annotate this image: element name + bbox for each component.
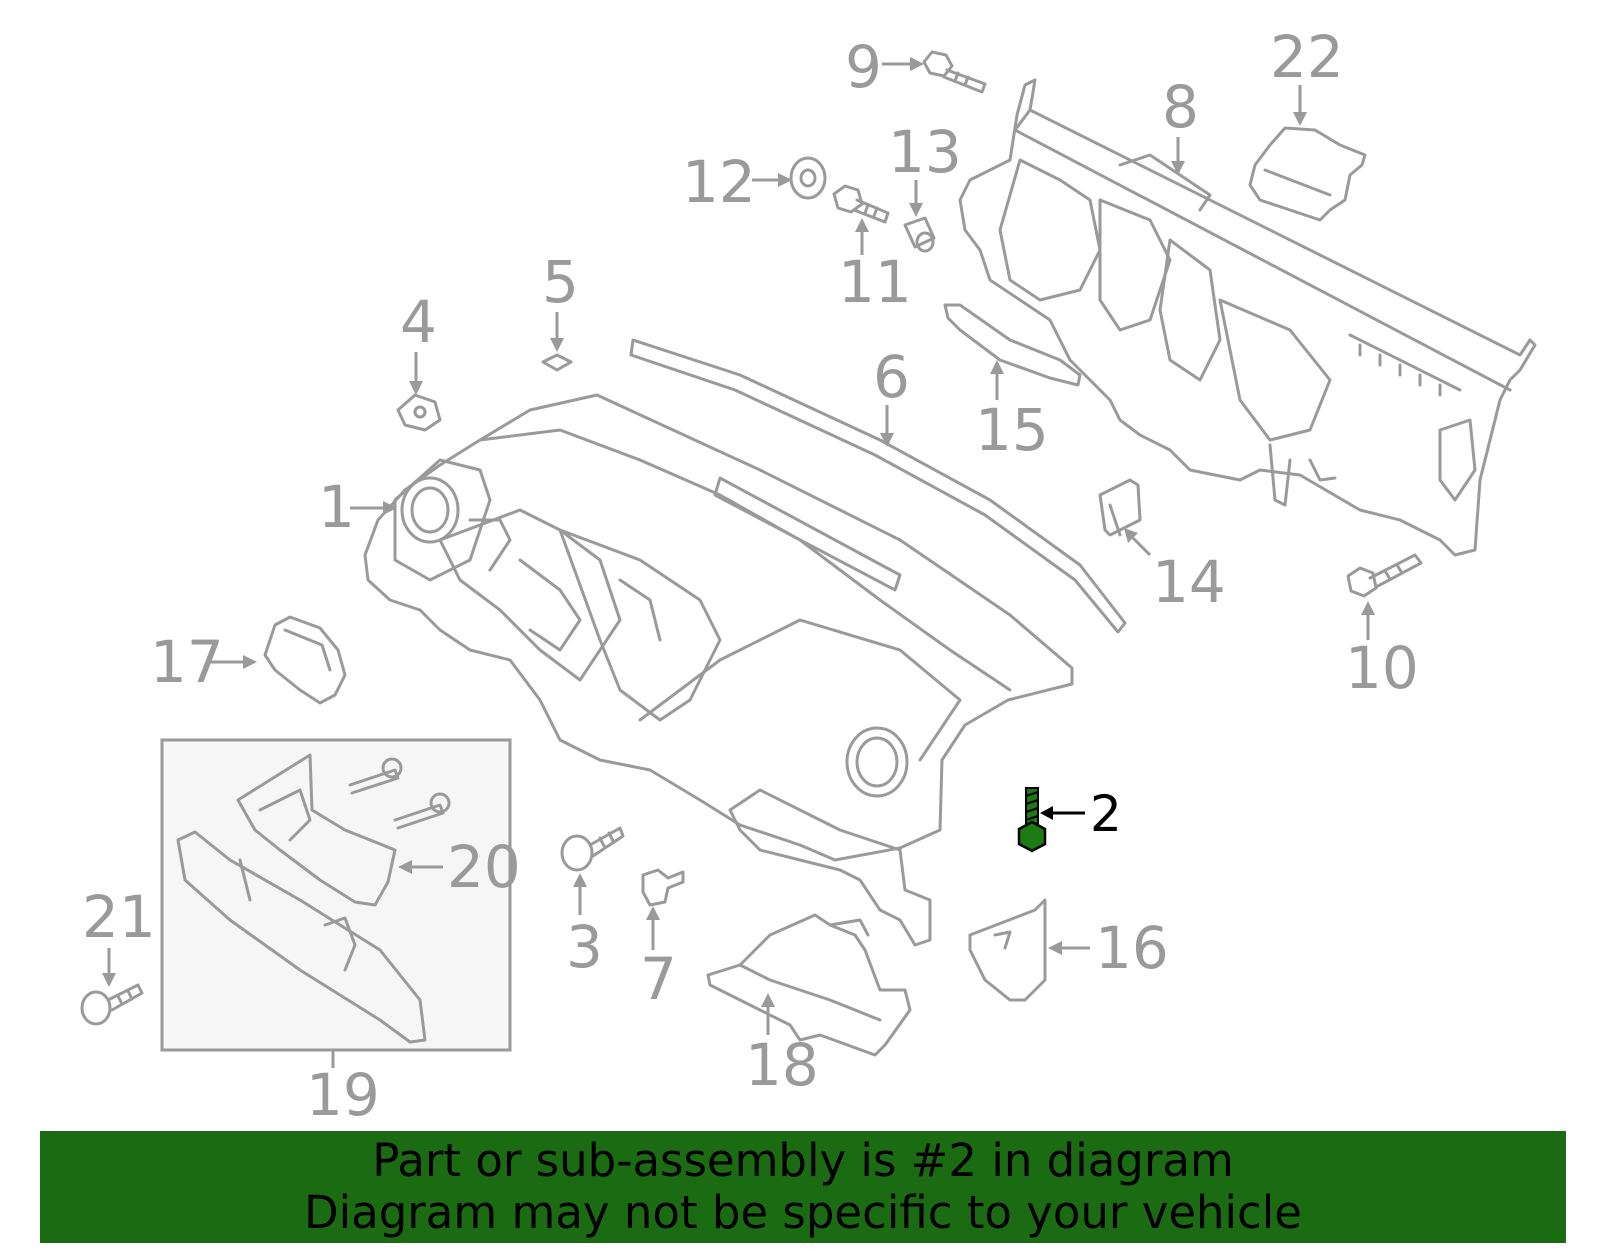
lower-cover-part-18[interactable]	[706, 913, 912, 1057]
bracket-part-17[interactable]	[263, 615, 347, 705]
callout-8: 8	[1162, 73, 1199, 175]
screw-part-21[interactable]	[80, 983, 144, 1026]
callout-10: 10	[1345, 601, 1419, 702]
svg-text:16: 16	[1095, 914, 1169, 982]
svg-text:7: 7	[640, 945, 677, 1013]
callout-11: 11	[838, 218, 912, 316]
banner-line-2: Diagram may not be specific to your vehi…	[304, 1186, 1302, 1239]
callout-15: 15	[975, 360, 1049, 464]
callout-18: 18	[745, 993, 819, 1099]
callout-2: 2	[1040, 785, 1122, 843]
callout-5: 5	[542, 248, 579, 352]
svg-text:15: 15	[975, 396, 1049, 464]
clip-part-7[interactable]	[641, 868, 685, 907]
screw-part-3[interactable]	[560, 826, 625, 872]
callout-16: 16	[1048, 914, 1169, 982]
callout-12: 12	[682, 148, 792, 216]
svg-text:12: 12	[682, 148, 756, 216]
callout-21: 21	[82, 883, 156, 987]
bolt-part-11[interactable]	[832, 184, 890, 224]
callout-20: 20	[398, 833, 521, 901]
brace-part-15[interactable]	[943, 303, 1082, 387]
callout-3: 3	[566, 873, 603, 981]
bolt-part-10[interactable]	[1346, 553, 1423, 598]
callout-13: 13	[888, 118, 962, 217]
callout-14: 14	[1124, 528, 1226, 616]
info-banner: Part or sub-assembly is #2 in diagram Di…	[40, 1131, 1566, 1243]
svg-text:21: 21	[82, 883, 156, 951]
callout-6: 6	[873, 343, 910, 447]
svg-text:5: 5	[542, 248, 579, 316]
svg-text:6: 6	[873, 343, 910, 411]
clip-part-5[interactable]	[541, 353, 573, 372]
bracket-part-14[interactable]	[1098, 478, 1142, 537]
svg-text:13: 13	[888, 118, 962, 186]
callout-9: 9	[845, 33, 924, 101]
svg-text:18: 18	[745, 1031, 819, 1099]
glove-box-inset-part-19[interactable]	[160, 738, 512, 1052]
svg-text:11: 11	[838, 248, 912, 316]
svg-text:8: 8	[1162, 73, 1199, 141]
defroster-strip-part-6[interactable]	[629, 338, 1127, 634]
cover-part-16[interactable]	[968, 898, 1047, 1002]
bolt-part-2-highlighted[interactable]	[1017, 787, 1047, 853]
cross-car-beam-part-8[interactable]	[958, 78, 1537, 557]
callout-4: 4	[400, 288, 437, 395]
glove-box-door-part-20[interactable]	[236, 753, 451, 907]
callout-22: 22	[1270, 23, 1344, 126]
svg-text:19: 19	[306, 1061, 380, 1129]
svg-text:3: 3	[566, 913, 603, 981]
dashboard-panel-part-1[interactable]	[363, 393, 1074, 947]
clip-nut-part-4[interactable]	[396, 393, 442, 432]
svg-text:22: 22	[1270, 23, 1344, 91]
callout-17: 17	[150, 628, 257, 696]
callout-1: 1	[318, 473, 397, 541]
callout-19: 19	[306, 1050, 380, 1129]
svg-text:10: 10	[1345, 634, 1419, 702]
callout-7: 7	[640, 906, 677, 1013]
svg-text:9: 9	[845, 33, 882, 101]
svg-text:20: 20	[447, 833, 521, 901]
module-part-22[interactable]	[1248, 126, 1367, 222]
svg-text:14: 14	[1152, 548, 1226, 616]
bolt-part-9[interactable]	[922, 50, 987, 94]
svg-text:4: 4	[400, 288, 437, 356]
spacer-part-13[interactable]	[903, 216, 936, 253]
washer-part-12[interactable]	[789, 156, 827, 200]
svg-text:2: 2	[1090, 785, 1122, 843]
banner-line-1: Part or sub-assembly is #2 in diagram	[372, 1134, 1234, 1187]
svg-text:1: 1	[318, 473, 355, 541]
